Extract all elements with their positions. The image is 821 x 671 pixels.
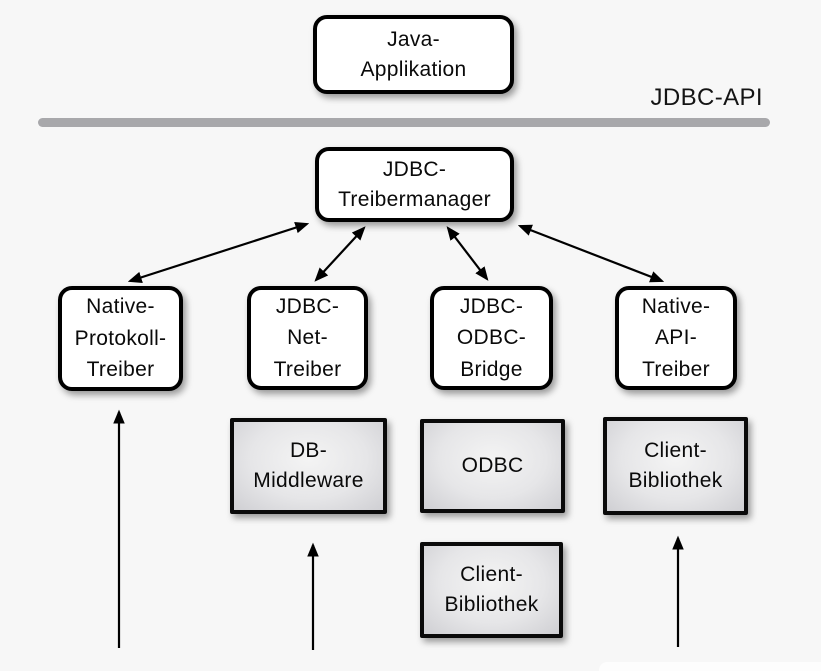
node-label: Native- Protokoll- Treiber <box>74 295 167 382</box>
edge-treibermanager-jdbc-odbc <box>446 226 489 281</box>
edge-treibermanager-jdbc-net <box>314 226 366 282</box>
node-label: Client- Bibliothek <box>628 439 723 492</box>
node-jdbc-odbc-bridge: JDBC- ODBC- Bridge <box>430 286 553 390</box>
jdbc-api-divider-line <box>38 118 770 127</box>
node-label: JDBC- Net- Treiber <box>273 294 342 381</box>
node-client-bibliothek-bottom: Client- Bibliothek <box>420 542 563 638</box>
node-label: DB- Middleware <box>253 439 364 492</box>
node-native-api-treiber: Native- API- Treiber <box>615 286 737 390</box>
node-label: JDBC- ODBC- Bridge <box>456 294 527 381</box>
node-label: Native- API- Treiber <box>641 294 711 381</box>
edge-treibermanager-native-api <box>517 224 665 283</box>
node-label: Client- Bibliothek <box>444 563 539 616</box>
node-db-middleware: DB- Middleware <box>230 418 387 514</box>
node-odbc: ODBC <box>420 419 565 513</box>
node-label: JDBC- Treibermanager <box>338 157 491 211</box>
edge-treibermanager-native-protokoll <box>127 222 310 283</box>
node-jdbc-treibermanager: JDBC- Treibermanager <box>315 147 514 222</box>
cutoff-box-bottom-right <box>599 662 821 671</box>
node-label: ODBC <box>461 454 524 478</box>
jdbc-api-label: JDBC-API <box>650 84 763 111</box>
node-client-bibliothek-right: Client- Bibliothek <box>603 417 748 515</box>
node-jdbc-net-treiber: JDBC- Net- Treiber <box>247 286 368 390</box>
node-label: Java- Applikation <box>360 27 467 81</box>
node-native-protokoll-treiber: Native- Protokoll- Treiber <box>58 286 183 391</box>
node-java-applikation: Java- Applikation <box>313 15 514 94</box>
